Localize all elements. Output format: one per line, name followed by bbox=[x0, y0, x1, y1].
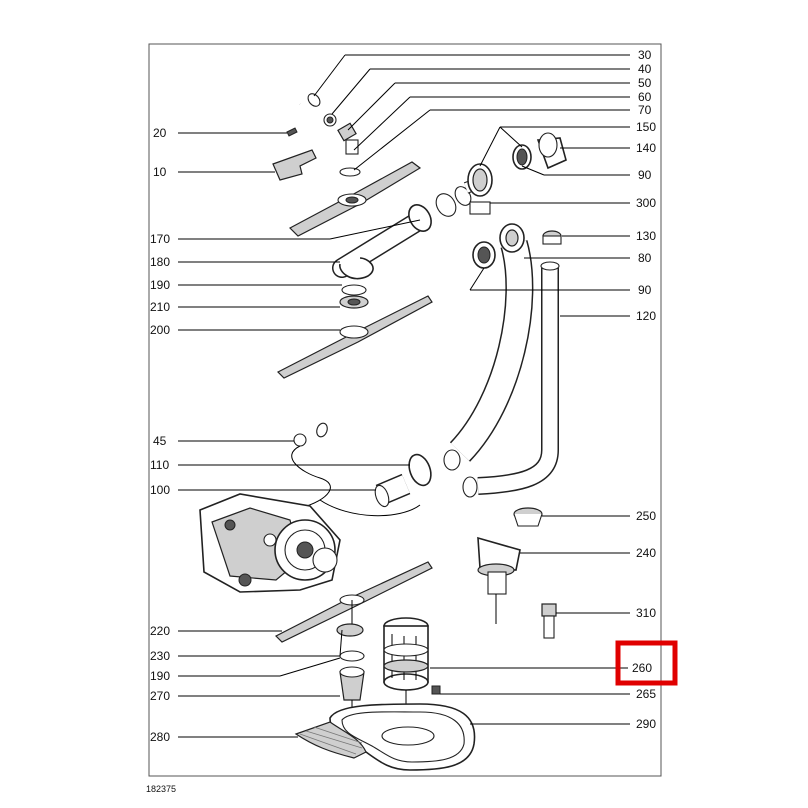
callout-230: 230 bbox=[150, 649, 170, 663]
upper-supply-tube bbox=[236, 53, 328, 438]
callout-310: 310 bbox=[636, 606, 656, 620]
middle-spray-arm bbox=[276, 295, 433, 379]
callout-180: 180 bbox=[150, 255, 170, 269]
small-screw bbox=[286, 127, 298, 137]
right-hose bbox=[462, 261, 560, 498]
callout-190-lower: 190 bbox=[150, 669, 170, 683]
callout-190-upper: 190 bbox=[150, 278, 170, 292]
callout-240: 240 bbox=[636, 546, 656, 560]
callout-130: 130 bbox=[636, 229, 656, 243]
callout-300: 300 bbox=[636, 196, 656, 210]
small-valve bbox=[541, 603, 557, 639]
callout-80: 80 bbox=[638, 251, 652, 265]
callout-265: 265 bbox=[636, 687, 656, 701]
upper-seals bbox=[467, 132, 567, 197]
callout-10: 10 bbox=[153, 165, 167, 179]
callout-20: 20 bbox=[153, 126, 167, 140]
upper-clip-assembly bbox=[323, 113, 361, 177]
highlight-box-260 bbox=[615, 640, 678, 686]
callout-150: 150 bbox=[636, 120, 656, 134]
callout-90-lower: 90 bbox=[638, 283, 652, 297]
riser-tube bbox=[449, 223, 534, 462]
circulation-pump-motor bbox=[199, 493, 341, 593]
callout-90-upper: 90 bbox=[638, 168, 652, 182]
callout-50: 50 bbox=[638, 76, 652, 90]
small-plug bbox=[431, 685, 441, 695]
callout-40: 40 bbox=[638, 62, 652, 76]
callout-70: 70 bbox=[638, 103, 652, 117]
tube-connector bbox=[542, 230, 562, 245]
lower-hub-parts bbox=[336, 623, 365, 712]
callout-110: 110 bbox=[150, 458, 169, 472]
bracket bbox=[272, 149, 317, 181]
callout-220: 220 bbox=[150, 624, 170, 638]
callout-140: 140 bbox=[636, 141, 656, 155]
callout-200: 200 bbox=[150, 323, 170, 337]
callout-270: 270 bbox=[150, 689, 170, 703]
flat-filter-plate bbox=[329, 703, 476, 771]
lower-hose-assembly bbox=[291, 433, 461, 521]
callout-45: 45 bbox=[153, 434, 167, 448]
small-cap bbox=[513, 507, 543, 527]
middle-hub-parts bbox=[339, 257, 374, 309]
sump-housing bbox=[477, 536, 521, 624]
callout-120: 120 bbox=[636, 309, 656, 323]
upper-spray-arm bbox=[289, 161, 422, 237]
callout-250: 250 bbox=[636, 509, 656, 523]
callout-210: 210 bbox=[150, 300, 170, 314]
callout-labels: 30 40 50 60 70 150 140 90 300 130 80 90 … bbox=[150, 48, 656, 744]
mesh-strainer bbox=[294, 721, 367, 759]
callout-30: 30 bbox=[638, 48, 652, 62]
filter-cylinder bbox=[383, 617, 429, 712]
parts-illustration bbox=[199, 53, 567, 771]
callout-260: 260 bbox=[632, 661, 652, 675]
callout-170: 170 bbox=[150, 232, 170, 246]
callout-60: 60 bbox=[638, 90, 652, 104]
callout-100: 100 bbox=[150, 483, 170, 497]
reference-code: 182375 bbox=[146, 784, 176, 794]
diagram-frame bbox=[148, 43, 662, 777]
callout-280: 280 bbox=[150, 730, 170, 744]
lower-spray-arm bbox=[274, 561, 433, 643]
leader-lines bbox=[178, 54, 630, 738]
callout-290: 290 bbox=[636, 717, 656, 731]
